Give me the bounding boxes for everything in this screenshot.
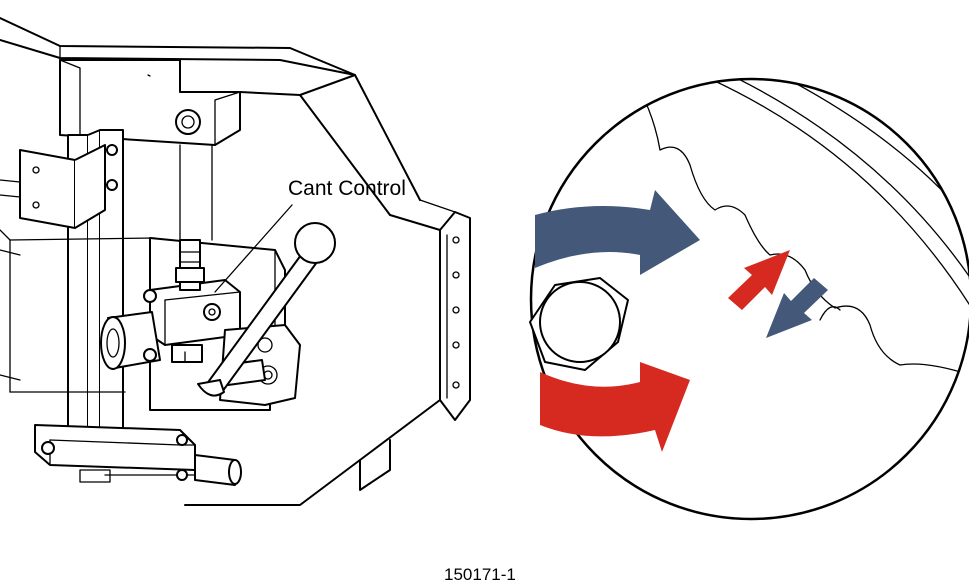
machine-illustration — [0, 17, 471, 506]
rotate-arrow-red-icon — [540, 362, 690, 452]
hex-nut — [529, 277, 629, 371]
rotate-arrow-blue-icon — [535, 190, 700, 275]
engage-arrow-red-icon — [728, 250, 790, 310]
detail-magnified-view — [529, 77, 969, 521]
figure-number: 150171-1 — [444, 565, 516, 582]
release-arrow-blue-icon — [766, 278, 828, 338]
gear-teeth — [639, 89, 969, 381]
cant-control-label: Cant Control — [288, 177, 406, 200]
callout-leader-line — [214, 204, 293, 293]
